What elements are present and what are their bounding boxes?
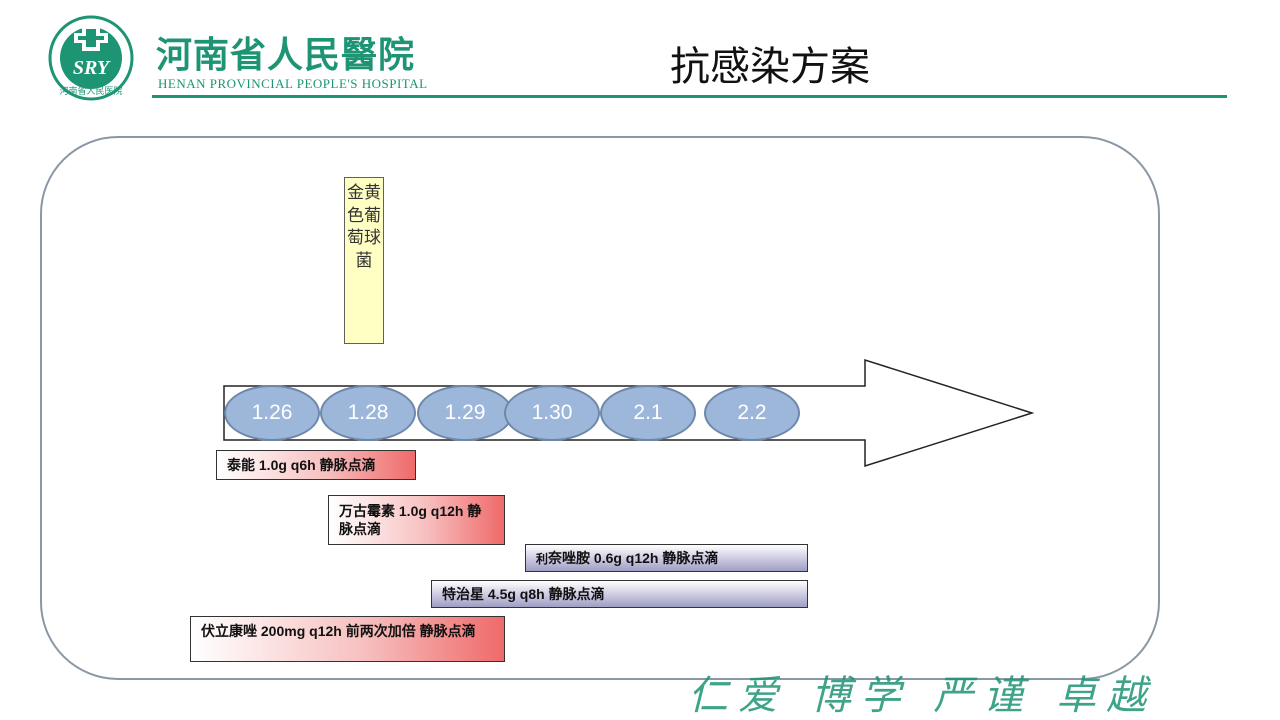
hospital-logo: SRY 河南省人民医院 [30,14,152,102]
drug-box-vancomycin: 万古霉素 1.0g q12h 静脉点滴 [328,495,505,545]
logo-ring-text: 河南省人民医院 [59,85,122,97]
hospital-name-cn: 河南省人民醫院 [156,34,416,76]
slide-title: 抗感染方案 [670,44,870,90]
hospital-motto: 仁爱 博学 严谨 卓越 [688,673,1157,713]
date-node: 1.28 [320,385,416,441]
date-node: 2.1 [600,385,696,441]
date-node: 1.29 [417,385,513,441]
content-frame [40,136,1160,680]
hospital-name-en: HENAN PROVINCIAL PEOPLE'S HOSPITAL [158,76,428,91]
drug-text: 奈唑胺 0.6g q12h 静脉点滴 [548,550,719,566]
pathogen-label: 金黄色葡萄球菌 [344,177,384,344]
drug-prefix: 利 [536,552,549,566]
date-node: 1.30 [504,385,600,441]
drug-box-linezolid: 利奈唑胺 0.6g q12h 静脉点滴 [525,544,808,572]
drug-box-voriconazole: 伏立康唑 200mg q12h 前两次加倍 静脉点滴 [190,616,505,662]
drug-box-imipenem: 泰能 1.0g q6h 静脉点滴 [216,450,416,480]
date-node: 1.26 [224,385,320,441]
logo-text: SRY [73,57,111,79]
header-rule [152,95,1227,98]
date-node: 2.2 [704,385,800,441]
drug-box-tazocin: 特治星 4.5g q8h 静脉点滴 [431,580,808,608]
